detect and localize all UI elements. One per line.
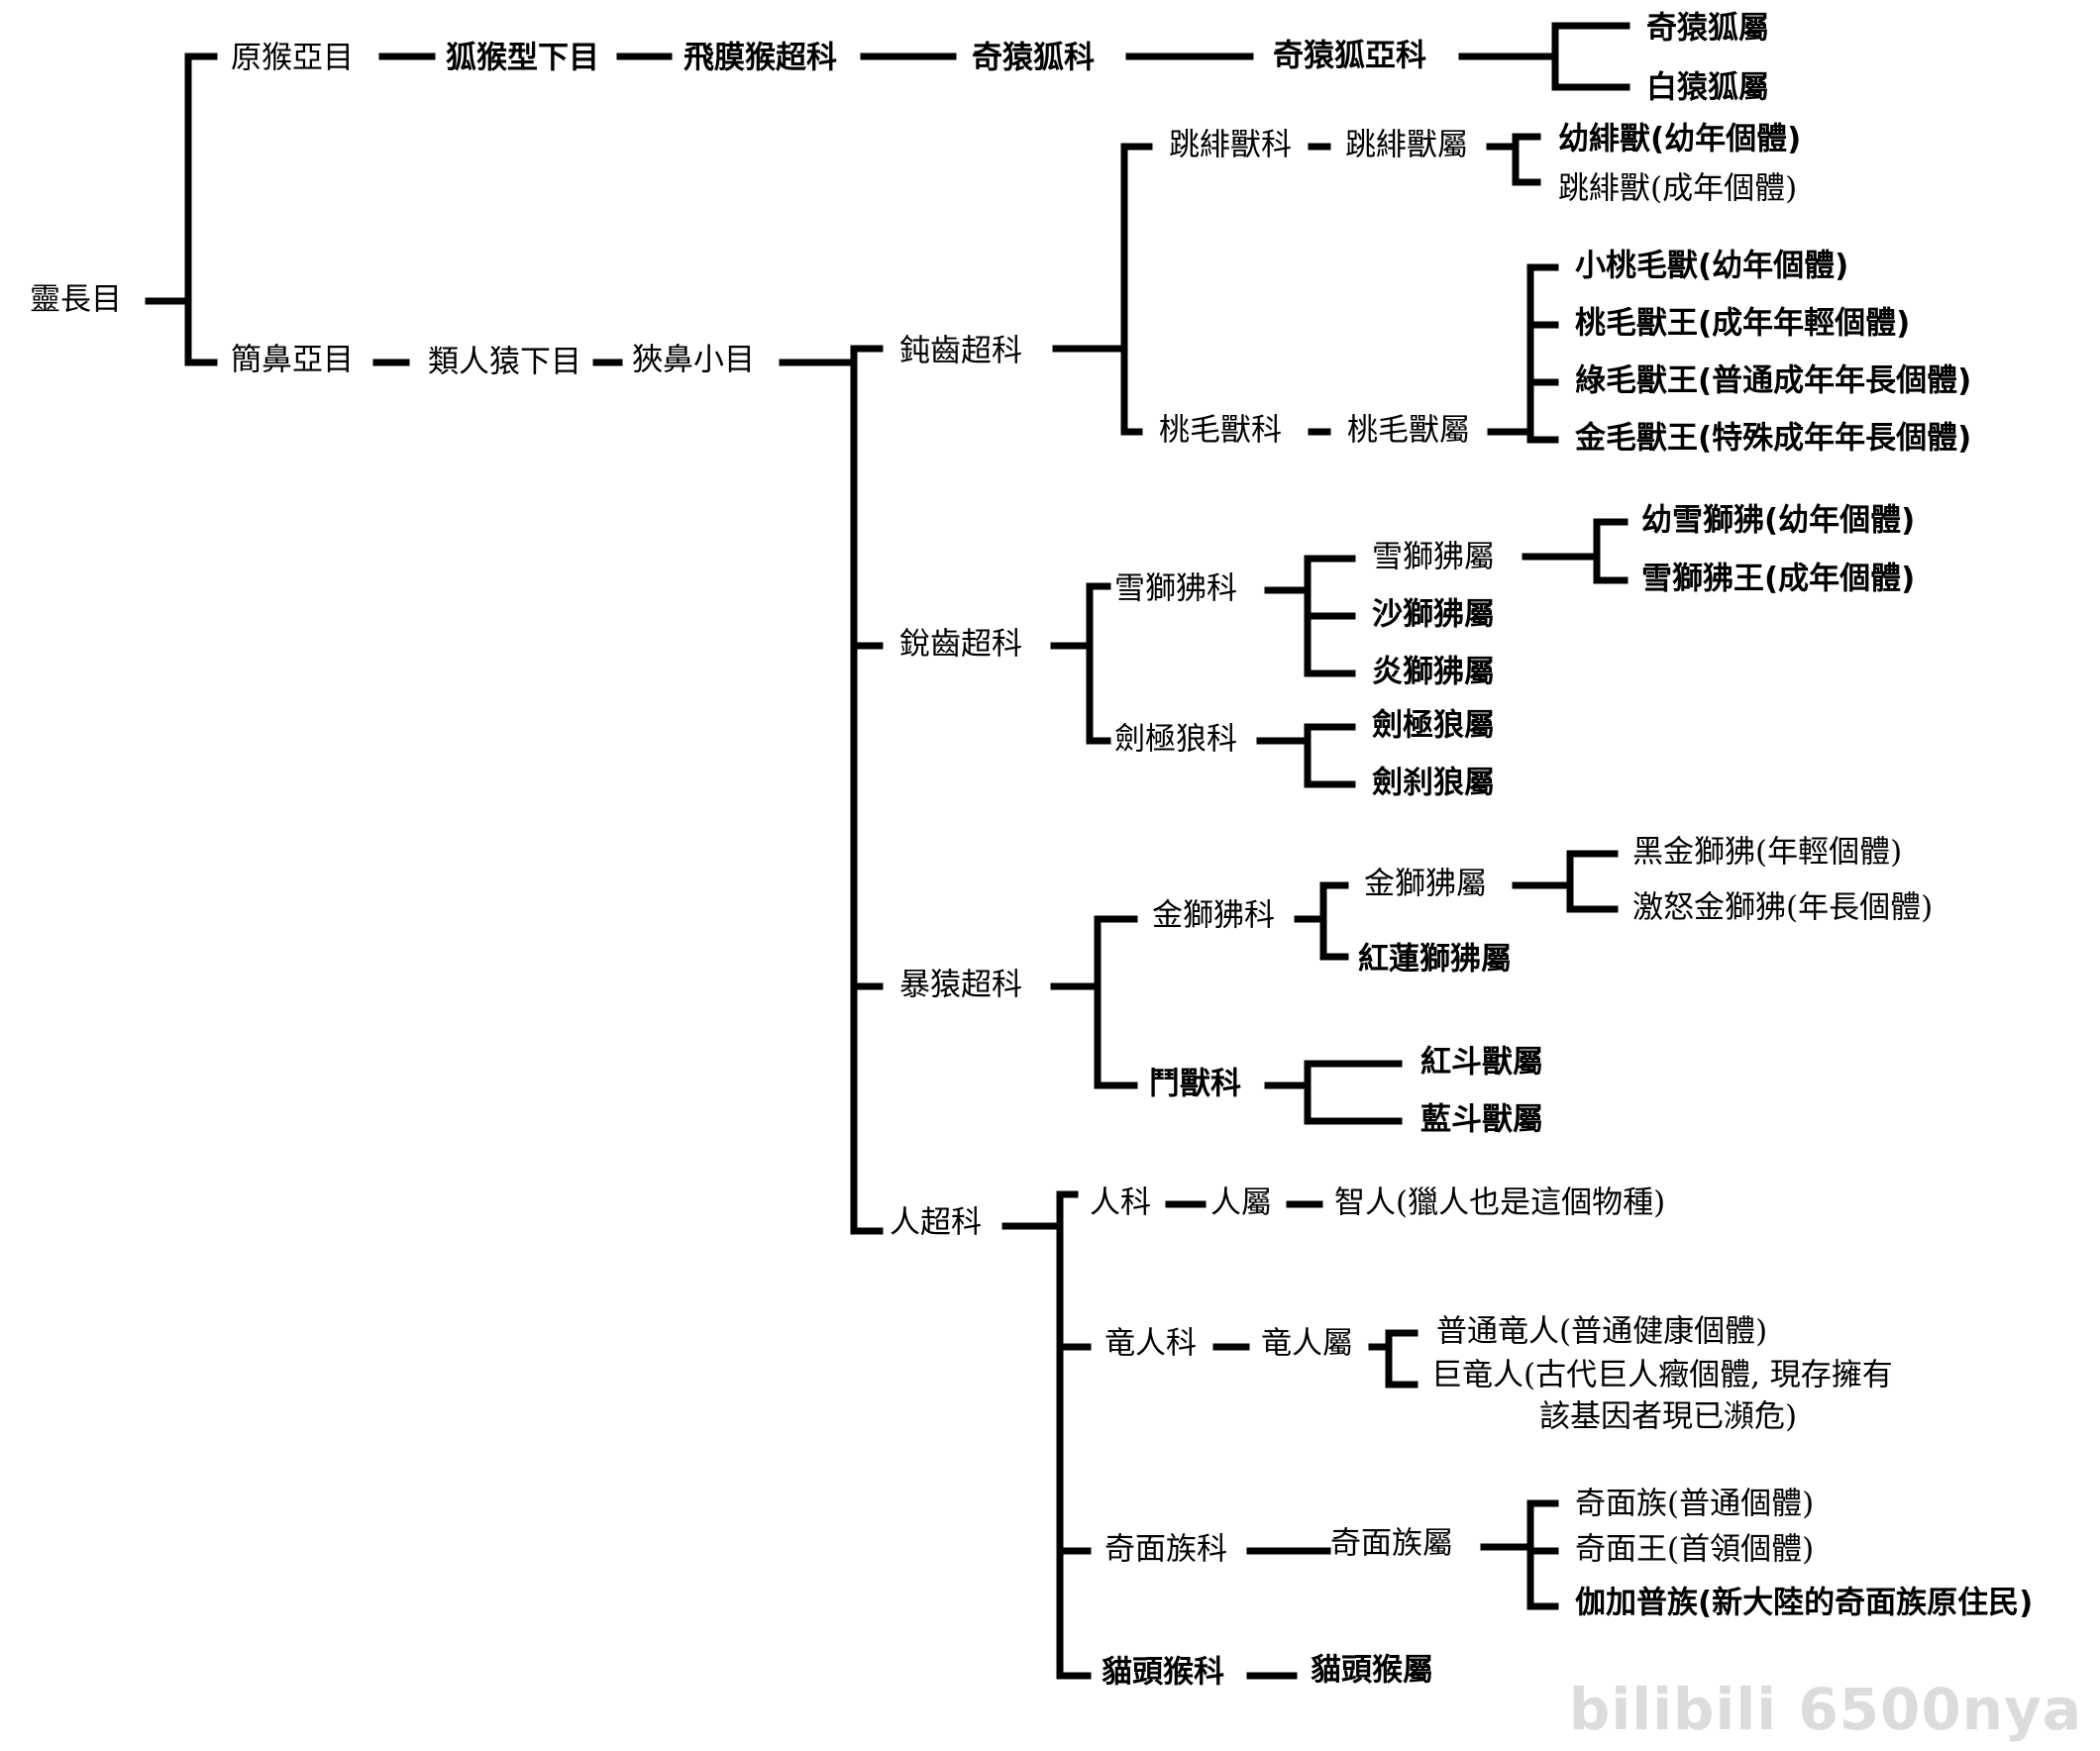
taxon-label-n-jianjilang-ke: 劍極狼科: [1114, 722, 1237, 758]
taxon-label-n-putonglongren: 普通竜人(普通健康個體): [1436, 1314, 1767, 1350]
taxon-label-n-jianbi: 簡鼻亞目: [231, 343, 354, 378]
taxon-label-n-xiaotaomao: 小桃毛獸(幼年個體): [1575, 249, 1848, 284]
taxon-label-n-tiaofei-ke: 跳緋獸科: [1169, 128, 1292, 163]
taxon-label-n-xueshi-shu: 雪獅狒屬: [1372, 540, 1495, 575]
taxon-label-n-qimian-ke: 奇面族科: [1104, 1532, 1227, 1568]
taxon-label-n-qiyuanhu-ke: 奇猿狐科: [972, 41, 1095, 76]
taxon-label-n-feimo: 飛膜猴超科: [683, 41, 837, 76]
taxon-label-n-yanshi-shu: 炎獅狒屬: [1372, 655, 1495, 690]
taxon-label-n-qiyuanhu-yake: 奇猿狐亞科: [1273, 39, 1426, 74]
tree-connectors: [145, 22, 1630, 1680]
taxon-label-n-doushou-ke: 鬥獸科: [1149, 1067, 1241, 1102]
taxon-label-n-jinshi-ke: 金獅狒科: [1152, 898, 1275, 934]
taxon-label-n-xiabi: 狹鼻小目: [632, 343, 755, 378]
taxon-label-n-zhiren: 智人(獵人也是這個物種): [1334, 1185, 1665, 1221]
taxon-label-n-shashi-shu: 沙獅狒屬: [1372, 597, 1495, 633]
taxon-label-n-hongdou-shu: 紅斗獸屬: [1420, 1045, 1543, 1081]
taxon-label-n-heijinshi: 黑金獅狒(年輕個體): [1632, 835, 1902, 871]
taxon-label-n-julongren-2: 該基因者現已瀕危): [1539, 1399, 1797, 1435]
taxon-label-n-qimianzu: 奇面族(普通個體): [1575, 1487, 1814, 1522]
taxon-label-n-jinmaowang: 金毛獸王(特殊成年年長個體): [1574, 421, 1971, 457]
taxon-label-n-baiyuanhu-shu: 白猿狐屬: [1646, 70, 1769, 106]
taxon-label-n-qimianwang: 奇面王(首領個體): [1575, 1532, 1814, 1568]
taxon-label-n-renchao: 人超科: [890, 1205, 982, 1241]
taxon-label-n-jianshalang-shu: 劍刹狼屬: [1372, 766, 1495, 801]
taxon-label-n-tiaofei-adult: 跳緋獸(成年個體): [1558, 171, 1797, 207]
taxon-label-n-leirenyuan: 類人猿下目: [428, 345, 581, 380]
taxon-label-n-julongren-1: 巨竜人(古代巨人癥個體, 現存擁有: [1431, 1358, 1893, 1393]
watermark-text: bilibili 6500nya: [1568, 1676, 2082, 1743]
taxon-label-n-lvmaowang: 綠毛獸王(普通成年年長個體): [1575, 363, 1971, 399]
taxon-label-n-longren-ke: 竜人科: [1104, 1326, 1197, 1362]
taxon-label-n-jinujinshi: 激怒金獅狒(年長個體): [1632, 890, 1933, 926]
taxon-label-n-maotou-shu: 貓頭猴屬: [1311, 1653, 1433, 1689]
taxon-label-n-taomaowang: 桃毛獸王(成年年輕個體): [1575, 306, 1910, 342]
taxon-label-n-longren-shu: 竜人屬: [1261, 1326, 1353, 1362]
taxon-label-n-baoyuan: 暴猿超科: [899, 968, 1022, 1003]
taxon-label-n-ren-ke: 人科: [1090, 1185, 1151, 1221]
taxon-label-n-dunchi: 鈍齒超科: [899, 334, 1022, 369]
taxon-label-n-honglian-shu: 紅蓮獅狒屬: [1358, 942, 1512, 978]
taxon-label-n-tiaofei-shu: 跳緋獸屬: [1345, 128, 1468, 163]
taxon-label-n-maotou-ke: 貓頭猴科: [1102, 1655, 1224, 1691]
taxon-label-n-landou-shu: 藍斗獸屬: [1420, 1102, 1543, 1138]
taxon-label-n-youxueshi: 幼雪獅狒(幼年個體): [1641, 503, 1915, 539]
taxon-label-n-jinshi-shu: 金獅狒屬: [1364, 867, 1487, 902]
taxon-label-n-jianjilang-shu: 劍極狼屬: [1372, 708, 1495, 744]
taxon-label-root: 靈長目: [30, 282, 122, 318]
taxon-label-n-xueshi-ke: 雪獅狒科: [1114, 571, 1237, 607]
taxon-label-n-ren-shu: 人屬: [1210, 1185, 1272, 1221]
taxon-label-n-taomao-shu: 桃毛獸屬: [1347, 413, 1470, 449]
taxon-label-n-qiyuanhu-shu: 奇猿狐屬: [1646, 11, 1769, 47]
taxon-label-n-qimian-shu: 奇面族屬: [1330, 1526, 1453, 1562]
taxon-label-n-ruichi: 銳齒超科: [899, 627, 1022, 663]
taxon-label-n-jiajiapu: 伽加普族(新大陸的奇面族原住民): [1575, 1586, 2033, 1621]
taxon-label-n-taomao-ke: 桃毛獸科: [1159, 413, 1282, 449]
taxon-label-n-yuanhou: 原猴亞目: [231, 41, 354, 76]
taxon-label-n-xueshiwang: 雪獅狒王(成年個體): [1641, 562, 1915, 597]
taxon-label-n-youfei: 幼緋獸(幼年個體): [1558, 122, 1801, 157]
taxon-label-n-huhou: 狐猴型下目: [446, 41, 599, 76]
